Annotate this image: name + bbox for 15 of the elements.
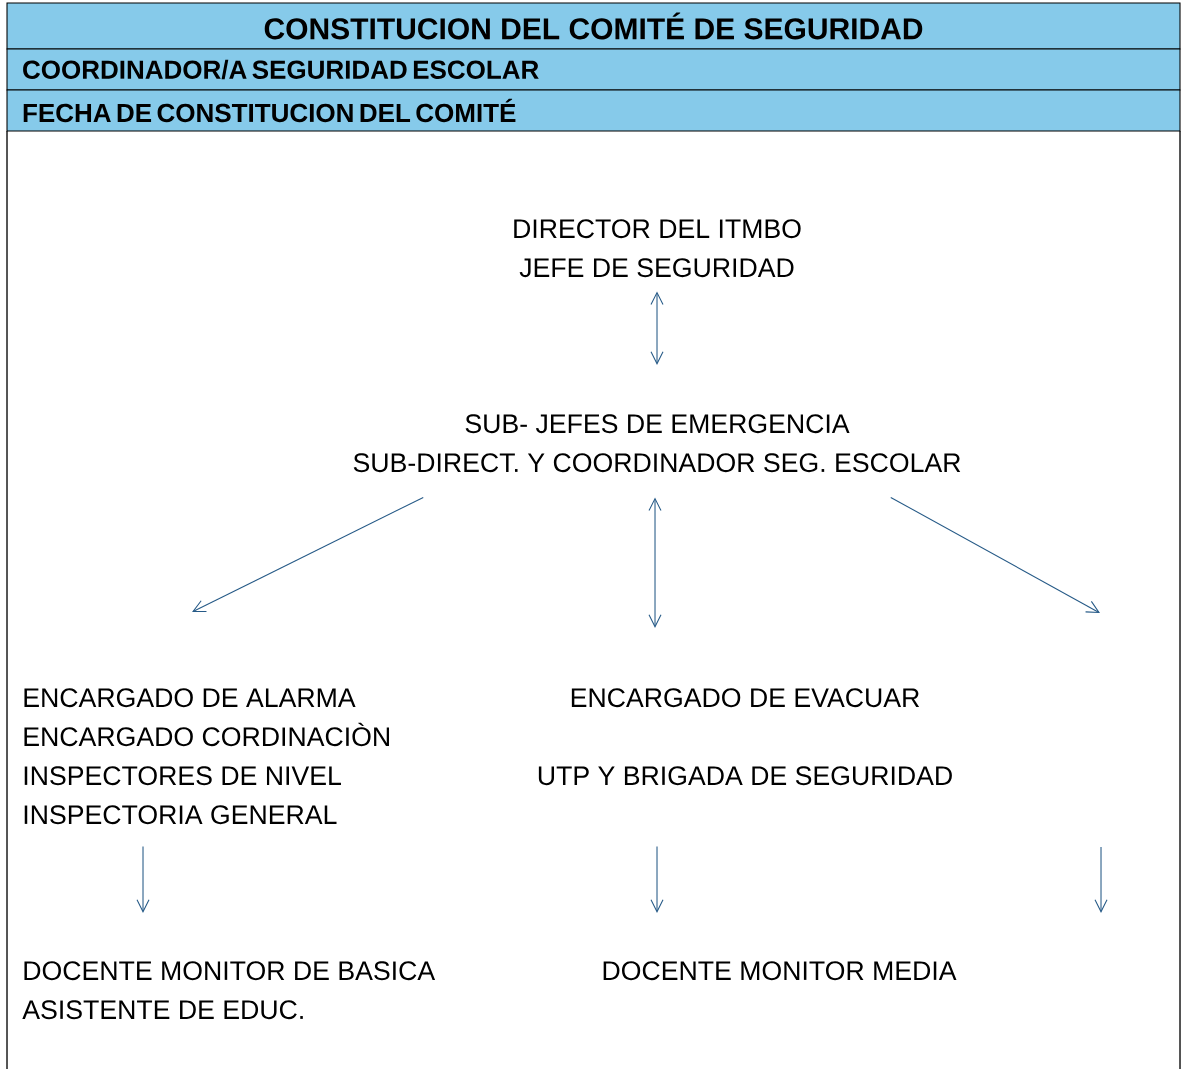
role-list: ENCARGADO DE EVACUAR UTP Y BRIGADA DE SEGURIDAD: [538, 688, 952, 786]
header-band: COORDINADOR/A SEGURIDAD ESCOLAR: [6, 48, 1181, 91]
arrow: [650, 291, 664, 365]
arrow: [136, 845, 150, 913]
title-band: CONSTITUCION DEL COMITÉ DE SEGURIDAD: [6, 2, 1181, 50]
arrow: [648, 497, 662, 628]
arrow: [890, 496, 1100, 613]
role-text: SUB- JEFES DE EMERGENCIA SUB-DIRECT. Y COORDINADOR SEG. ESCOLAR: [353, 414, 961, 473]
arrow: [650, 845, 664, 913]
role-list: DOCENTE MONITOR DE BASICA ASISTENTE DE EDUC.: [22, 961, 436, 1020]
role-text: DOCENTE MONITOR MEDIA: [603, 961, 957, 981]
role-list: ENCARGADO DE ALARMA ENCARGADO CORDINACIÒN INSPECTORES DE NIVEL INSPECTORIA GENERAL: [24, 688, 389, 825]
arrow: [192, 496, 424, 613]
header-band: FECHA DE CONSTITUCION DEL COMITÉ: [6, 89, 1181, 132]
role-text: DIRECTOR DEL ITMBO JEFE DE SEGURIDAD: [514, 219, 801, 278]
